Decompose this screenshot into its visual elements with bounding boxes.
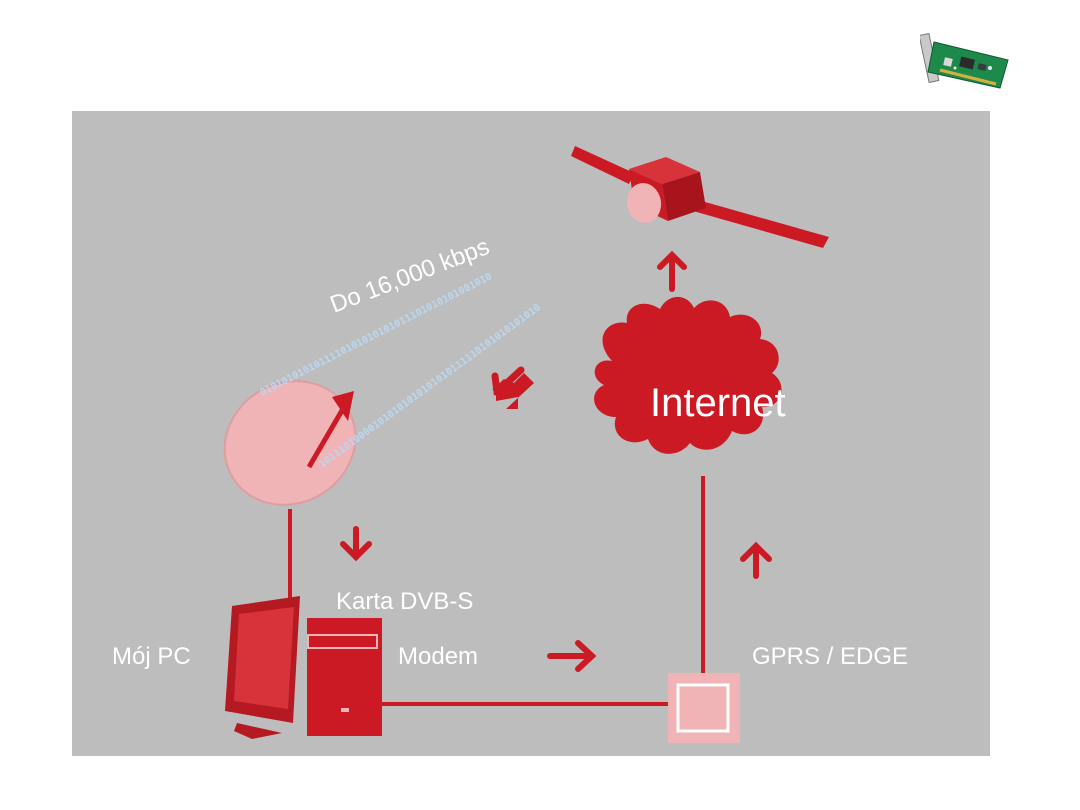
pc-label: Mój PC [112, 643, 191, 670]
arrow-up-to-satellite-icon [657, 250, 687, 292]
connection-lines [288, 476, 705, 706]
modem-icon [668, 673, 740, 743]
internet-label: Internet [650, 381, 786, 425]
satellite-internet-diagram: 0101010101011110101010101011101010101001… [72, 111, 990, 756]
arrow-up-to-cloud-icon [740, 541, 772, 579]
arrow-down-left-to-dish-icon [491, 366, 525, 397]
satellite-dish-icon [223, 380, 357, 506]
modem-label: Modem [398, 643, 478, 670]
gprs-edge-label: GPRS / EDGE [752, 643, 908, 670]
internet-cloud-icon [594, 296, 782, 454]
arrow-down-to-pc-icon [340, 526, 372, 562]
pc-icon [225, 596, 382, 739]
arrow-right-to-modem-icon [547, 640, 597, 672]
dvb-card-label: Karta DVB-S [336, 588, 473, 615]
diagram-background [72, 111, 990, 756]
network-card-icon [920, 32, 1009, 89]
satellite-icon [571, 146, 829, 248]
